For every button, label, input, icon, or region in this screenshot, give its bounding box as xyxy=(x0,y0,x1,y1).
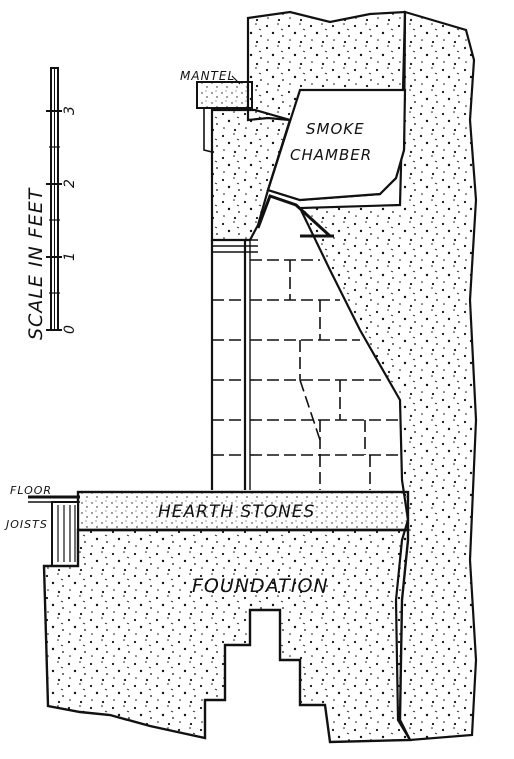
floor-label: FLOOR xyxy=(10,484,52,497)
scale-tick-1: 1 xyxy=(62,251,78,261)
firebrick-lining xyxy=(212,259,400,490)
smoke-chamber-label-line2: CHAMBER xyxy=(290,146,372,164)
foundation xyxy=(42,528,412,744)
smoke-chamber xyxy=(266,88,407,202)
mantel-label: MANTEL xyxy=(180,69,235,83)
foundation-label: FOUNDATION xyxy=(192,575,329,597)
scale-tick-2: 2 xyxy=(62,178,78,188)
scale-title: SCALE IN FEET xyxy=(25,187,47,340)
scale-bar xyxy=(46,67,62,331)
mantel-shelf xyxy=(196,81,253,109)
hearth-stones-label: HEARTH STONES xyxy=(158,502,315,522)
joists xyxy=(51,501,79,567)
joists-label: JOISTS xyxy=(4,518,48,531)
scale-tick-3: 3 xyxy=(62,105,78,115)
scale-tick-0: 0 xyxy=(62,324,78,334)
smoke-chamber-label-line1: SMOKE xyxy=(306,120,365,138)
damper xyxy=(256,194,332,238)
